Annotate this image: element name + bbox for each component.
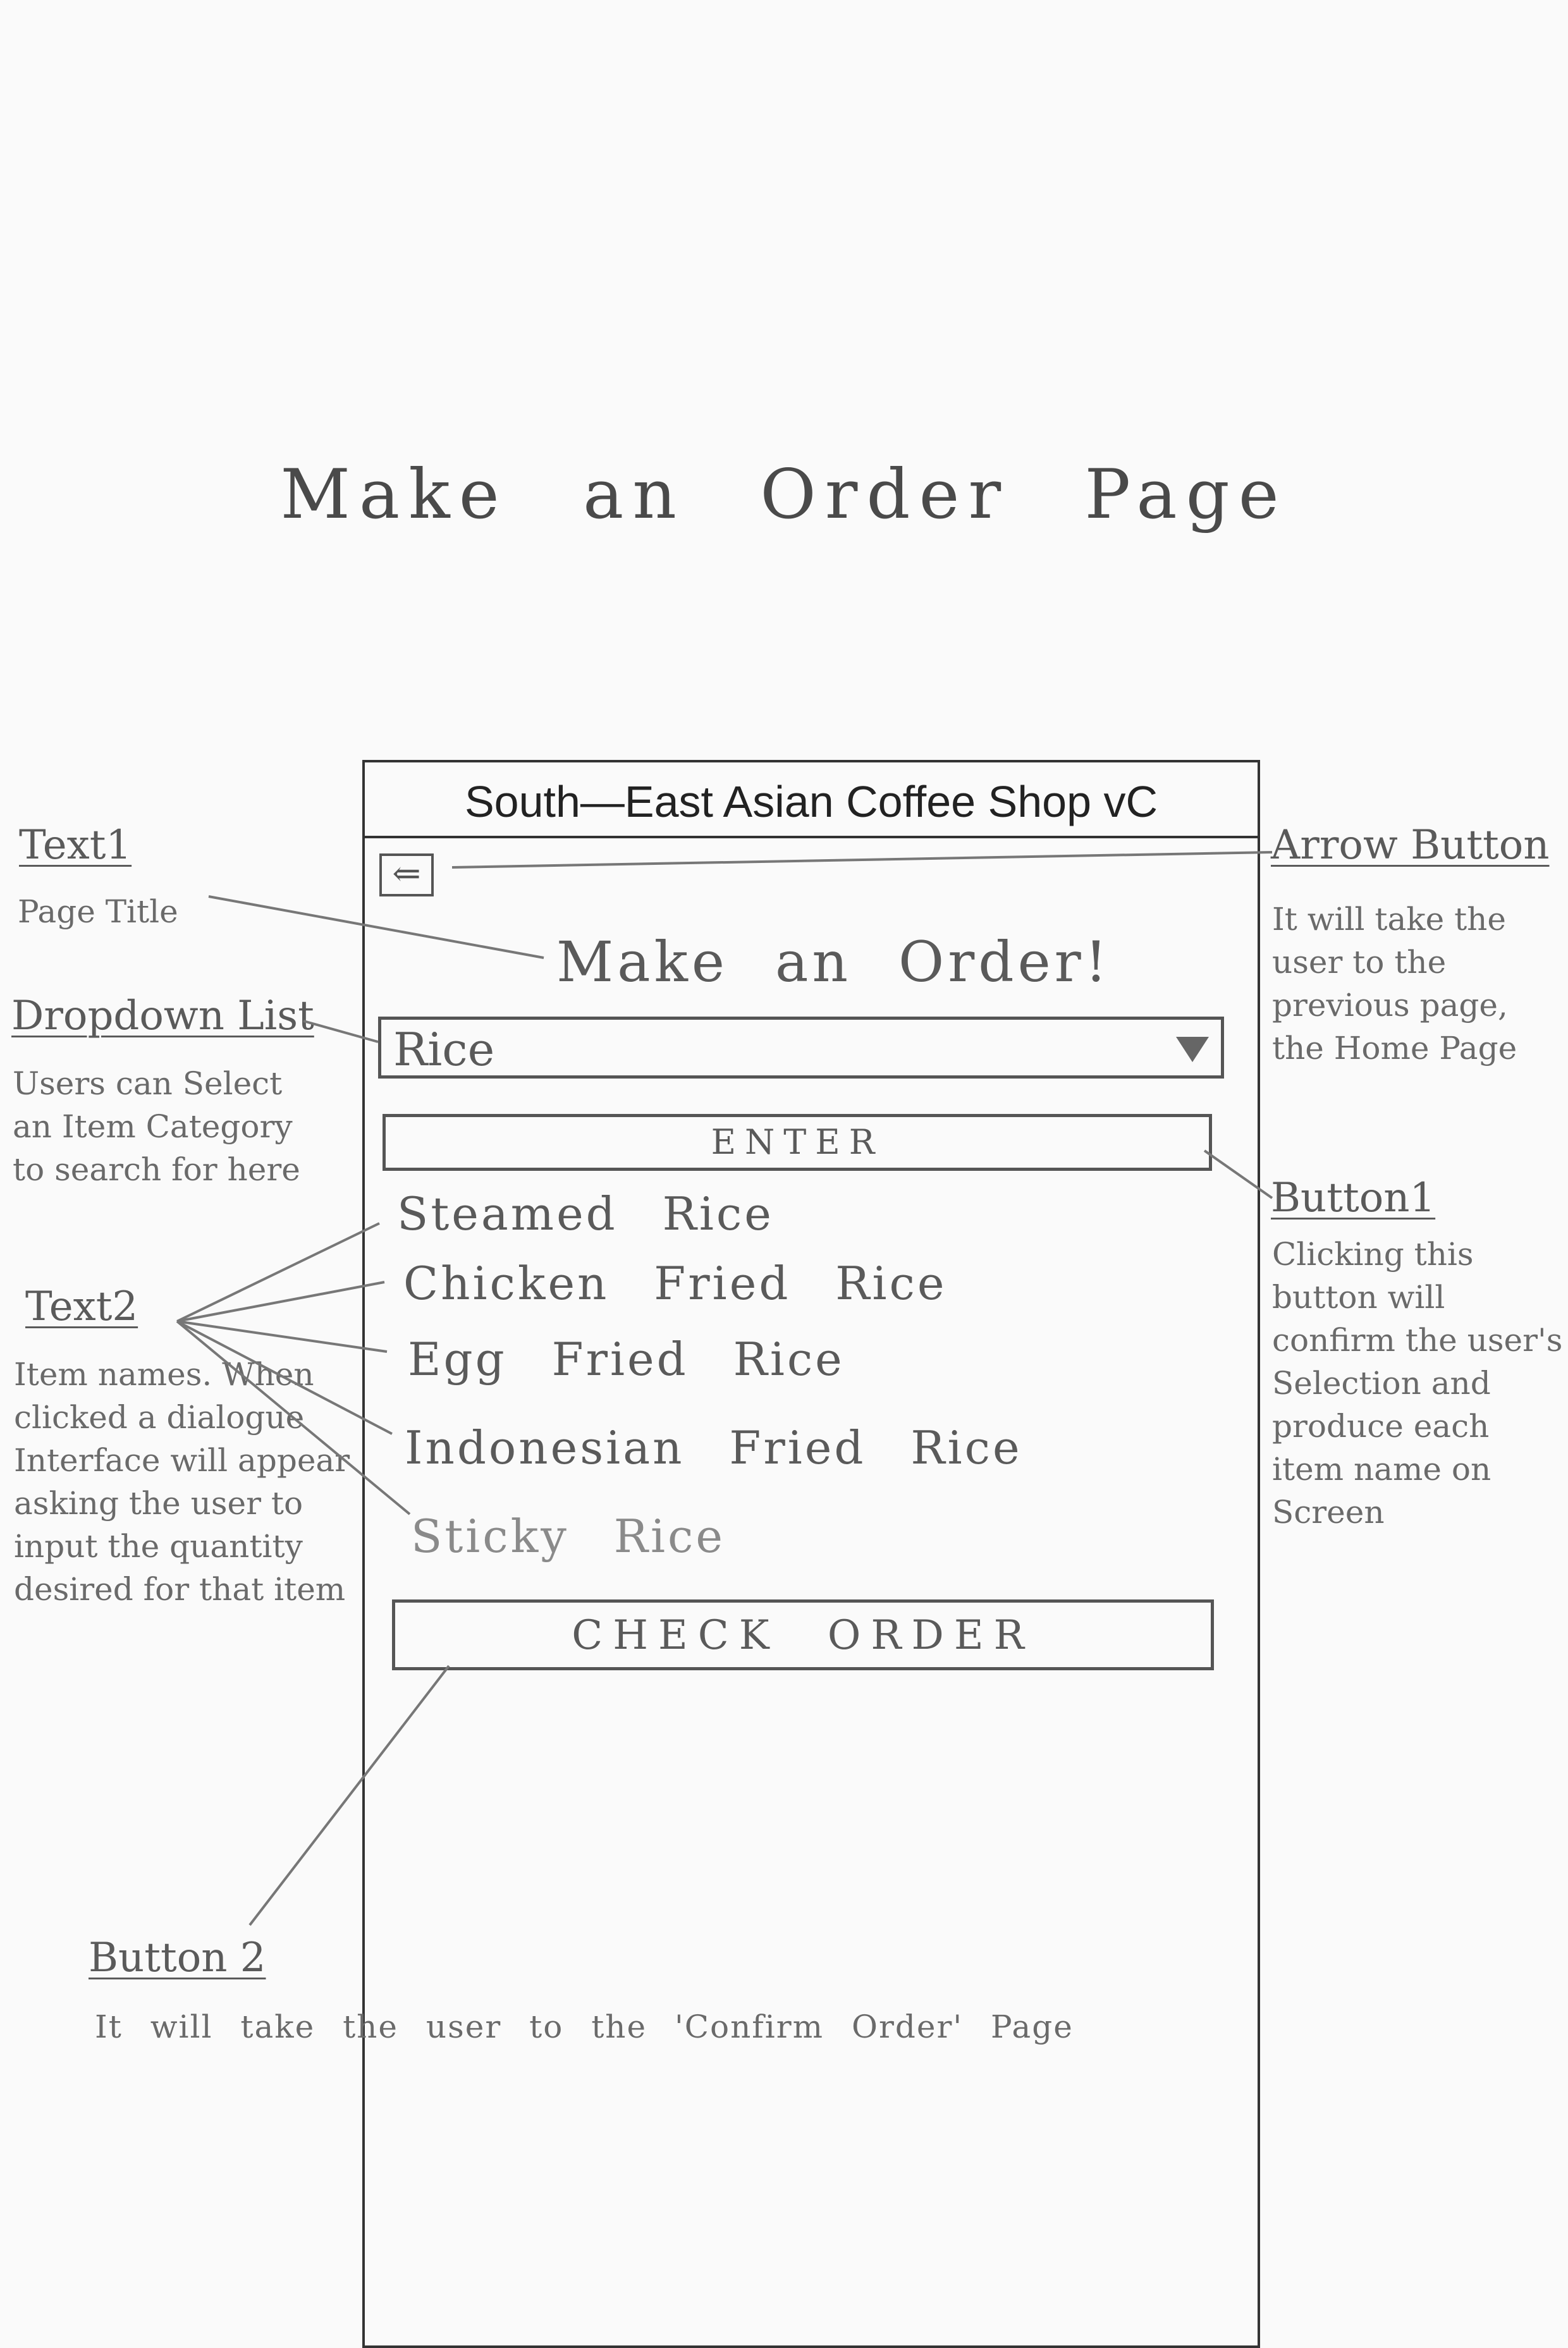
enter-button[interactable]: ENTER xyxy=(383,1114,1212,1171)
category-dropdown[interactable] xyxy=(378,1017,1224,1079)
app-title-bar xyxy=(362,760,1260,838)
leader-line-text1 xyxy=(208,895,544,959)
leader-line-text2-item3 xyxy=(176,1320,393,1435)
annotation-button2-body: It will take the user to the 'Confirm Or… xyxy=(95,2009,1074,2045)
list-item[interactable]: Sticky Rice xyxy=(411,1510,725,1563)
annotation-text1-body: Page Title xyxy=(18,893,178,930)
leader-line-dropdown xyxy=(303,1020,379,1043)
dropdown-selected-value: Rice xyxy=(393,1023,495,1076)
list-item[interactable]: Chicken Fried Rice xyxy=(403,1257,947,1310)
annotation-button2-title: Button 2 xyxy=(89,1935,266,1981)
list-item[interactable]: Steamed Rice xyxy=(397,1187,774,1240)
page-title: Make an Order! xyxy=(556,929,1112,994)
annotation-text2-body: Item names. When clicked a dialogue Inte… xyxy=(14,1356,350,1608)
leader-line-arrow-button xyxy=(451,851,1273,869)
annotation-dropdown-body: Users can Select an Item Category to sea… xyxy=(13,1065,300,1188)
leader-line-text2-item4 xyxy=(176,1320,411,1515)
list-item[interactable]: Egg Fried Rice xyxy=(408,1333,845,1386)
annotation-text2-title: Text2 xyxy=(25,1283,138,1330)
annotation-button1-title: Button1 xyxy=(1271,1175,1436,1221)
annotation-text1-title: Text1 xyxy=(19,822,132,869)
annotation-dropdown-title: Dropdown List xyxy=(11,993,314,1039)
app-window-title: South—East Asian Coffee Shop vC xyxy=(464,777,1158,826)
back-arrow-button[interactable]: ⇐ xyxy=(379,853,434,896)
leader-line-text2-item2 xyxy=(176,1320,388,1353)
page-heading: Make an Order Page xyxy=(280,455,1288,534)
annotation-arrow-button-body: It will take the user to the previous pa… xyxy=(1272,901,1517,1067)
leader-line-button2 xyxy=(248,1665,450,1926)
annotation-button1-body: Clicking this button will confirm the us… xyxy=(1272,1236,1563,1531)
arrow-left-icon: ⇐ xyxy=(392,853,421,893)
leader-line-text2-item1 xyxy=(176,1281,385,1323)
chevron-down-icon[interactable] xyxy=(1176,1037,1209,1062)
annotation-arrow-button-title: Arrow Button xyxy=(1271,822,1550,869)
leader-line-text2-item0 xyxy=(176,1222,380,1323)
annotation-leader-lines xyxy=(176,851,1273,1926)
leader-line-button1 xyxy=(1203,1149,1273,1199)
list-item[interactable]: Indonesian Fried Rice xyxy=(405,1421,1022,1474)
check-order-button[interactable]: CHECK ORDER xyxy=(392,1599,1214,1670)
